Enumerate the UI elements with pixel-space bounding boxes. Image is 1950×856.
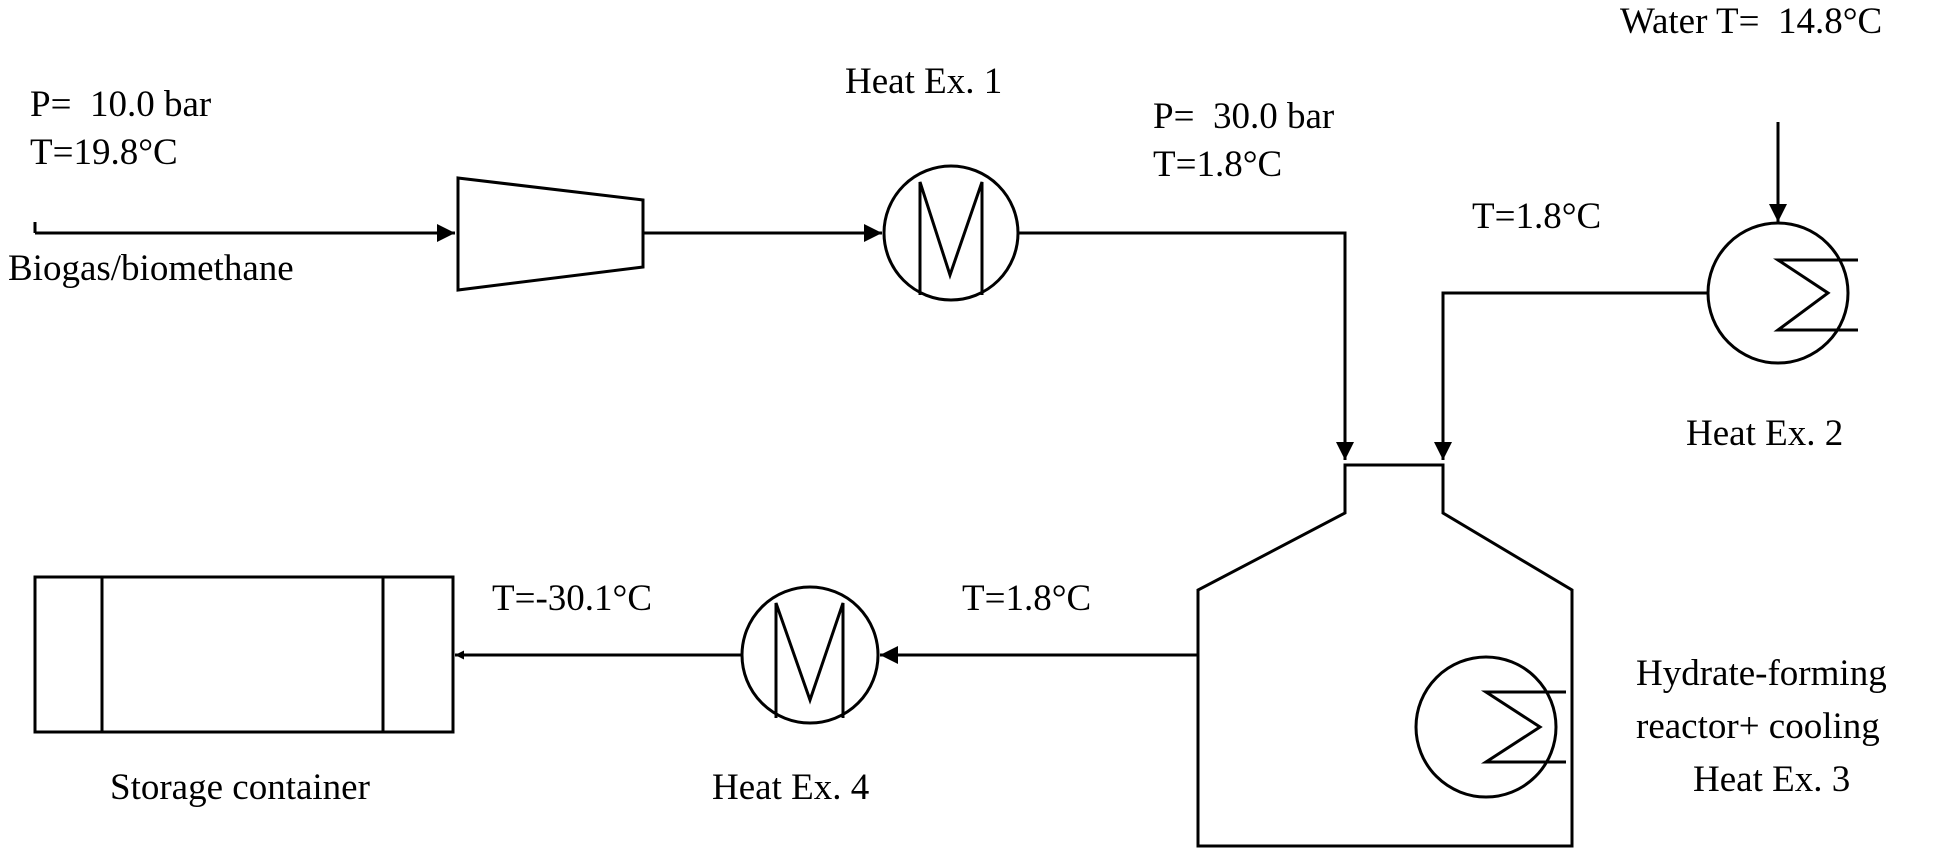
reactor-label-line2: reactor+ cooling	[1636, 706, 1880, 747]
hx4-outlet-temperature-label: T=-30.1°C	[492, 578, 652, 619]
inlet-temperature-label: T=19.8°C	[30, 132, 178, 173]
compressor	[456, 176, 645, 292]
heat-ex-1-symbol	[882, 164, 1020, 302]
heat-ex-1-label: Heat Ex. 1	[845, 61, 1002, 102]
storage-container	[33, 575, 455, 734]
hx2-outlet-temperature-label: T=1.8°C	[1472, 196, 1601, 237]
inlet-pressure-label: P= 10.0 bar	[30, 84, 211, 125]
reactor-label-line1: Hydrate-forming	[1636, 653, 1887, 694]
reactor-label-line3: Heat Ex. 3	[1693, 759, 1850, 800]
heat-ex-2-symbol	[1706, 221, 1858, 365]
hydrate-reactor-vessel	[1196, 463, 1574, 848]
hx1-to-reactor-line	[1018, 231, 1354, 460]
storage-container-label: Storage container	[110, 767, 370, 808]
reactor-outlet-temperature-label: T=1.8°C	[962, 578, 1091, 619]
hx1-outlet-temperature-label: T=1.8°C	[1153, 144, 1282, 185]
inlet-stream-label: Biogas/biomethane	[8, 248, 294, 289]
heat-ex-4-label: Heat Ex. 4	[712, 767, 869, 808]
heat-ex-3-symbol	[1414, 655, 1566, 799]
heat-ex-2-label: Heat Ex. 2	[1686, 413, 1843, 454]
water-feed-label: Water T= 14.8°C	[1620, 1, 1882, 42]
heat-ex-4-symbol	[740, 585, 880, 725]
hx2-to-reactor-line	[1434, 291, 1708, 460]
hx1-outlet-pressure-label: P= 30.0 bar	[1153, 96, 1334, 137]
